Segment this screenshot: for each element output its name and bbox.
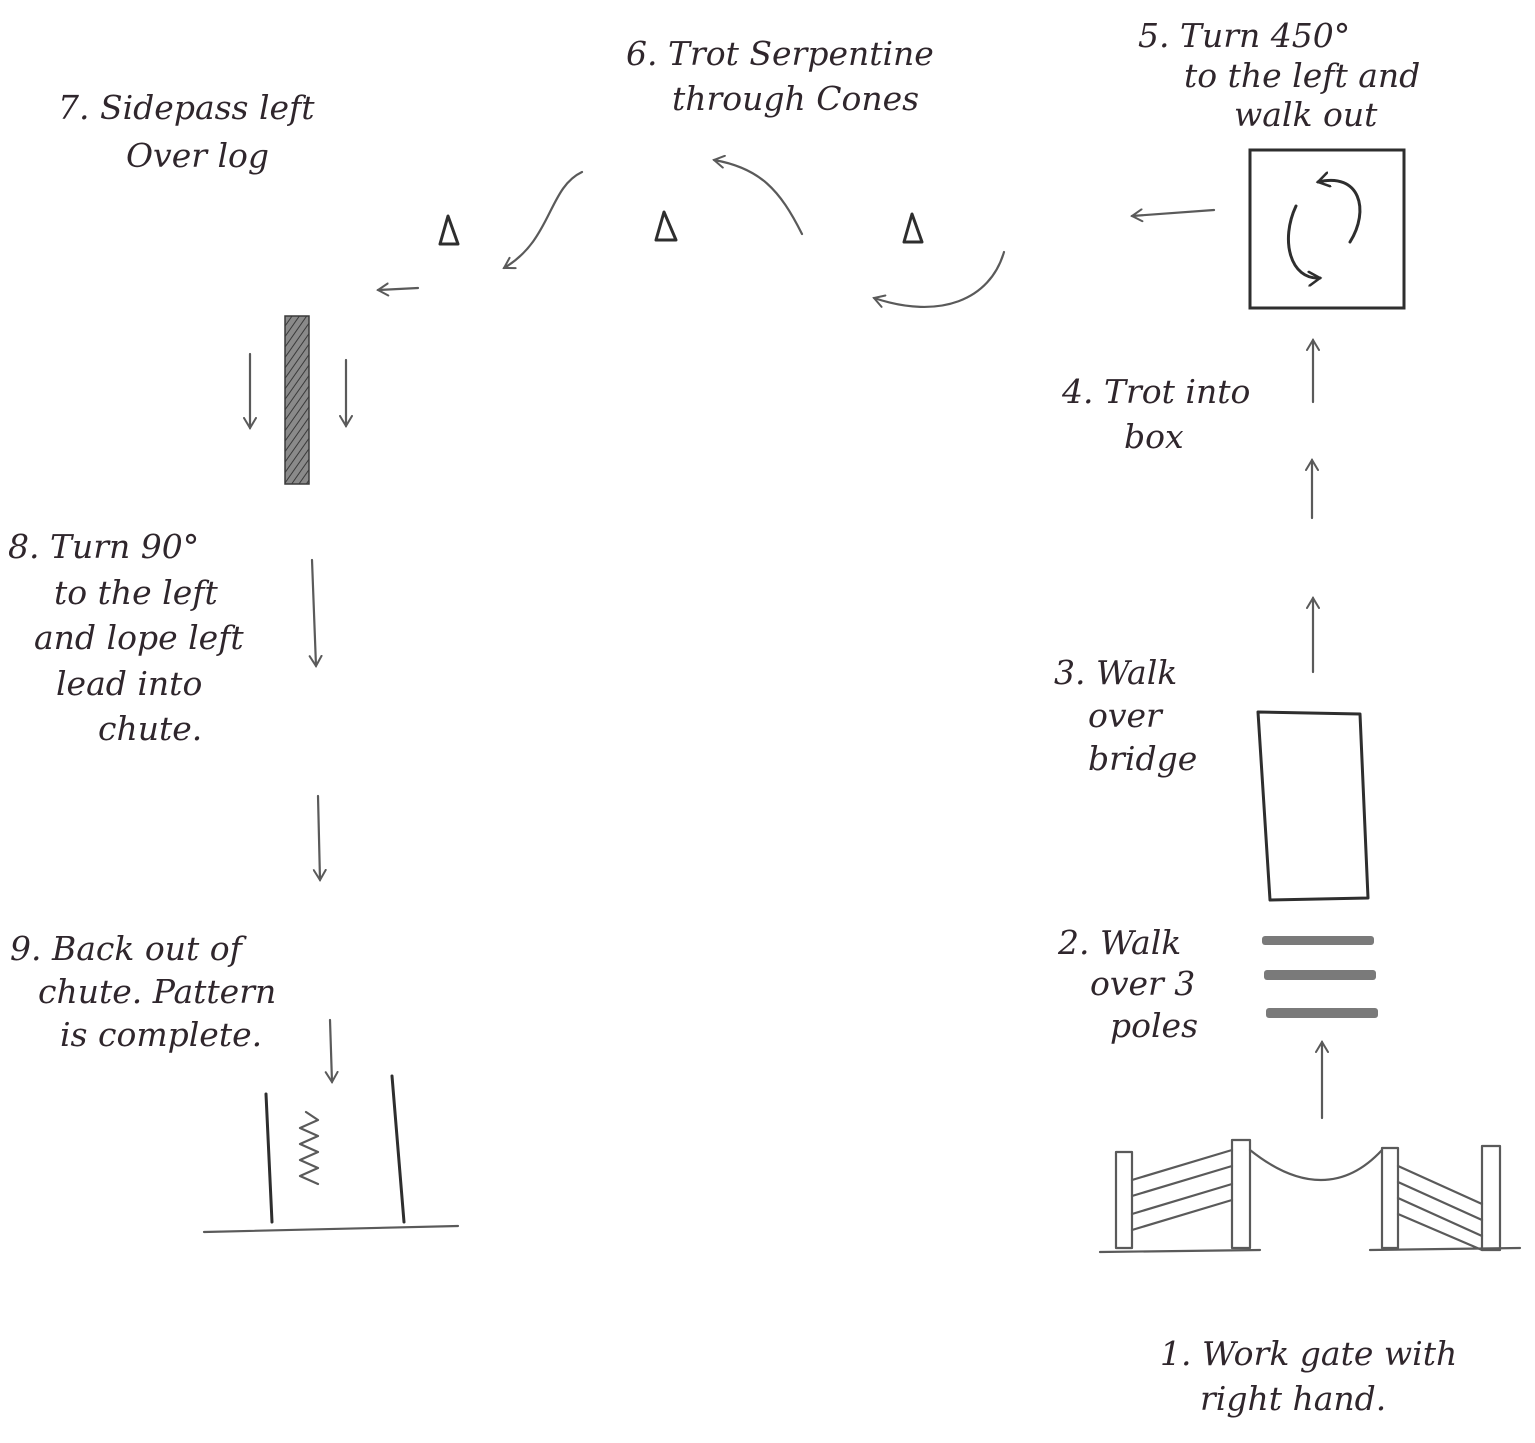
log-icon <box>284 315 310 485</box>
arrow-into-chute <box>324 1018 339 1084</box>
step-2-label: 2. Walk over 3 poles <box>1058 923 1199 1045</box>
step-9-label: 9. Back out of chute. Pattern is complet… <box>10 929 277 1054</box>
serpentine-arrow-2 <box>712 154 804 236</box>
cone-icon <box>654 210 678 242</box>
bridge-icon <box>1256 710 1370 902</box>
chute-icon <box>202 1074 460 1234</box>
arrow-to-log <box>376 282 420 297</box>
lope-arrow-1 <box>308 558 323 668</box>
cone-icon <box>438 214 460 246</box>
serpentine-arrow-3 <box>502 170 584 270</box>
lope-arrow-2 <box>312 794 327 882</box>
step-8-label: 8. Turn 90° to the left and lope left le… <box>8 527 244 749</box>
ground-poles-icon <box>1262 936 1378 1018</box>
gate-icon <box>1098 1138 1522 1254</box>
box-icon <box>1248 148 1406 310</box>
step-6-label: 6. Trot Serpentine through Cones <box>626 34 934 118</box>
step-7-label: 7. Sidepass left Over log <box>58 88 315 175</box>
cone-icon <box>902 212 924 244</box>
step-4-label: 4. Trot into box <box>1062 372 1251 456</box>
arrow-box-exit <box>1130 208 1216 223</box>
serpentine-arrow-1 <box>872 250 1006 308</box>
step-3-label: 3. Walk over bridge <box>1054 653 1198 778</box>
step-1-label: 1. Work gate with right hand. <box>1160 1334 1458 1418</box>
step-5-label: 5. Turn 450° to the left and walk out <box>1138 16 1421 135</box>
